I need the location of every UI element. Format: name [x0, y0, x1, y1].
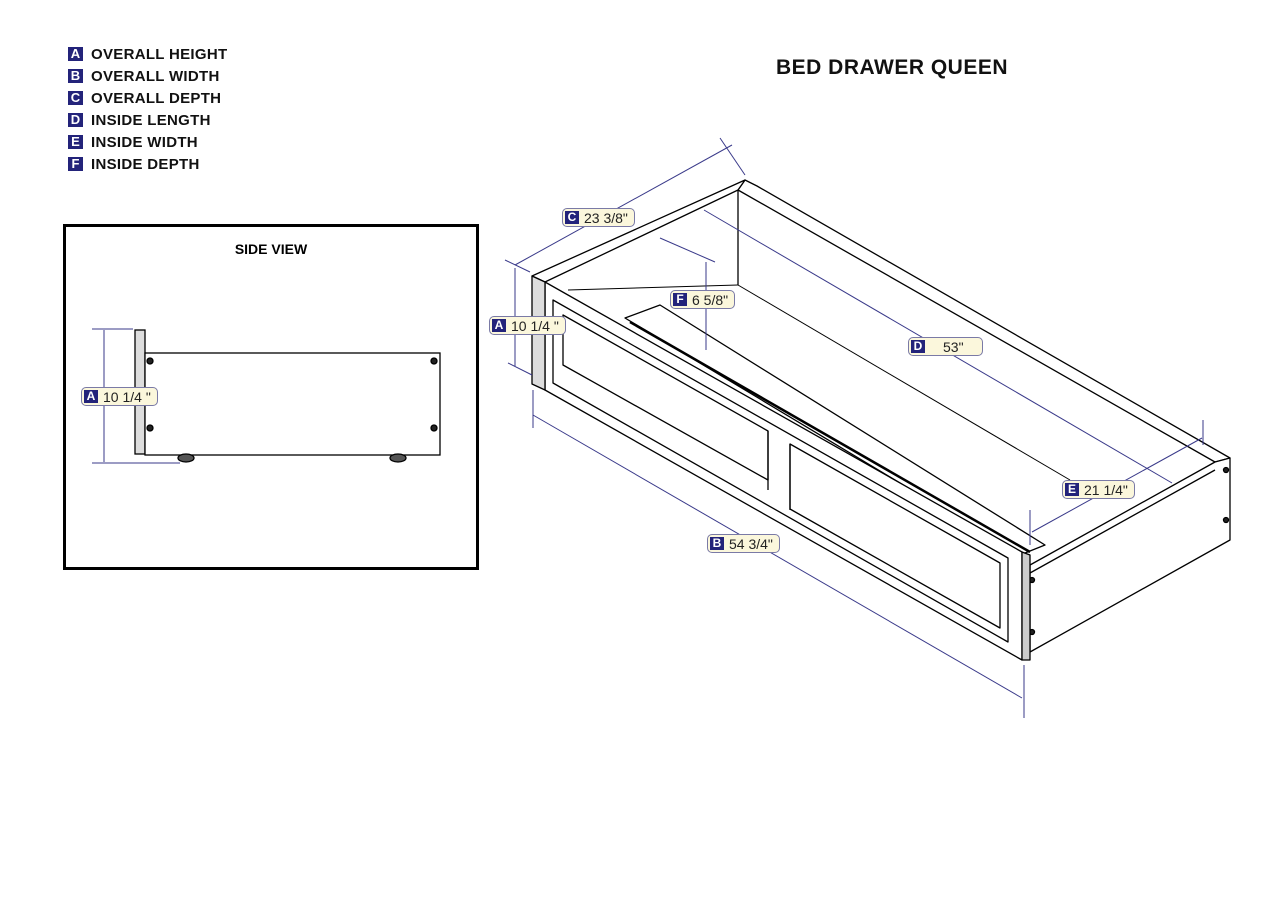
side-view-dim-label: A 10 1/4 " [81, 387, 158, 406]
legend-label: INSIDE LENGTH [91, 111, 211, 129]
letter-badge: C [68, 91, 83, 105]
dim-value: 23 3/8" [584, 209, 628, 226]
letter-badge: D [911, 340, 925, 353]
dim-value: 21 1/4" [1084, 481, 1128, 498]
side-view-drawing [134, 329, 441, 463]
dim-value: 10 1/4 " [103, 388, 151, 405]
letter-badge: E [1065, 483, 1079, 496]
side-view-panel: SIDE VIEW [63, 224, 479, 570]
letter-badge: A [84, 390, 98, 403]
dim-value: 53" [943, 338, 964, 355]
drawer-body [531, 179, 1231, 661]
legend: A OVERALL HEIGHT B OVERALL WIDTH C OVERALL … [68, 43, 227, 175]
side-view-title: SIDE VIEW [234, 241, 308, 257]
dim-label-f: F 6 5/8" [670, 290, 736, 309]
letter-badge: B [710, 537, 724, 550]
legend-label: OVERALL HEIGHT [91, 45, 228, 63]
dim-label-c: C 23 3/8" [562, 208, 635, 227]
dim-label-d: D 53" [908, 337, 983, 356]
letter-badge: F [68, 157, 83, 171]
legend-item-c: C OVERALL DEPTH [68, 87, 227, 109]
legend-item-b: B OVERALL WIDTH [68, 65, 227, 87]
dim-value: 10 1/4 " [511, 317, 559, 334]
legend-label: INSIDE WIDTH [91, 133, 198, 151]
dim-value: 54 3/4" [729, 535, 773, 552]
dim-label-b: B 54 3/4" [707, 534, 780, 553]
dim-line-b [532, 414, 1023, 699]
letter-badge: E [68, 135, 83, 149]
dim-label-a: A 10 1/4 " [489, 316, 566, 335]
letter-badge: B [68, 69, 83, 83]
dim-value: 6 5/8" [692, 291, 729, 308]
letter-badge: F [673, 293, 687, 306]
legend-item-f: F INSIDE DEPTH [68, 153, 227, 175]
letter-badge: A [492, 319, 506, 332]
letter-badge: C [565, 211, 579, 224]
letter-badge: D [68, 113, 83, 127]
diagram-title: BED DRAWER QUEEN [776, 56, 1009, 79]
legend-item-d: D INSIDE LENGTH [68, 109, 227, 131]
dim-line-c [514, 144, 733, 266]
legend-item-e: E INSIDE WIDTH [68, 131, 227, 153]
legend-label: OVERALL DEPTH [91, 89, 222, 107]
legend-label: OVERALL WIDTH [91, 67, 220, 85]
legend-item-a: A OVERALL HEIGHT [68, 43, 227, 65]
dim-label-e: E 21 1/4" [1062, 480, 1135, 499]
legend-label: INSIDE DEPTH [91, 155, 200, 173]
letter-badge: A [68, 47, 83, 61]
